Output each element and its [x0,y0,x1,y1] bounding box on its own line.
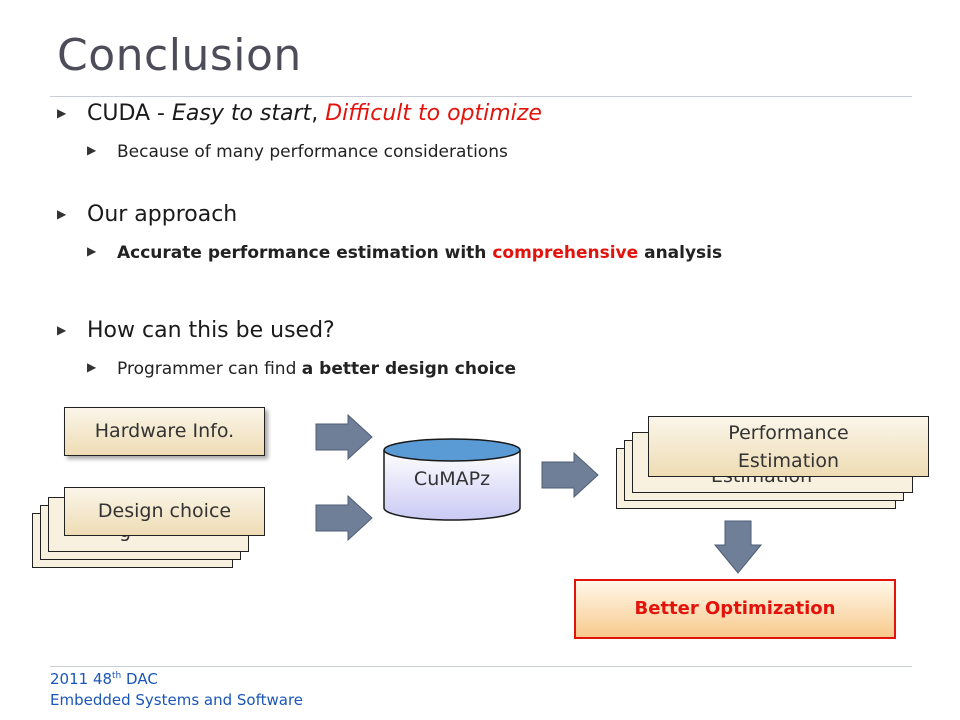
performance-estimation-line1: Performance [728,422,849,444]
arrow-right-icon [541,451,599,499]
sub-bullet-arrow-icon: ▶ [87,143,97,157]
footer-year: 2011 48 [50,670,113,688]
slide-title: Conclusion [57,30,302,81]
better-optimization-box: Better Optimization [574,579,896,639]
bullet-cuda: ▶ CUDA - Easy to start, Difficult to opti… [57,101,542,126]
sub-bullet-arrow-icon: ▶ [87,360,97,374]
sub-bullet-considerations-text: Because of many performance consideratio… [117,142,508,162]
sub-bullet-arrow-icon: ▶ [87,244,97,258]
arrow-right-icon [315,413,373,461]
footer-sup: th [112,671,122,681]
sub-bullet-estimation: ▶ Accurate performance estimation with co… [87,243,722,263]
bullet-arrow-icon: ▶ [57,207,67,221]
hardware-info-label: Hardware Info. [94,420,235,442]
bullet-approach: ▶ Our approach [57,202,237,227]
cumapz-database-icon [383,438,521,521]
performance-estimation-box: Performance Estimation [648,416,929,477]
better-optimization-label: Better Optimization [634,598,836,619]
bullet-approach-text: Our approach [87,202,238,227]
arrow-right-icon [315,494,373,542]
footer-line2: Embedded Systems and Software [50,691,304,709]
bullet-arrow-icon: ▶ [57,106,67,120]
sub-bullet-design-choice: ▶ Programmer can find a better design cho… [87,359,516,379]
footer-dac: DAC [121,670,158,688]
bullet-cuda-prefix: CUDA - [87,101,172,126]
performance-estimation-line2: Estimation [737,450,840,472]
hardware-info-box: Hardware Info. [64,407,265,456]
sub-bullet-design-prefix: Programmer can find [117,359,302,379]
bullet-cuda-sep: , [311,101,326,126]
sub-bullet-design-bold: a better design choice [301,359,517,379]
cumapz-label: CuMAPz [413,468,491,490]
bullet-usage-text: How can this be used? [87,318,335,343]
sub-bullet-estimation-after: analysis [638,243,723,263]
sub-bullet-estimation-before: Accurate performance estimation with [117,243,493,263]
bullet-cuda-easy: Easy to start [172,101,312,126]
bullet-cuda-difficult: Difficult to optimize [325,101,542,126]
footer-line1: 2011 48th DAC [50,670,158,688]
footer-divider [50,666,912,667]
bullet-arrow-icon: ▶ [57,323,67,337]
bullet-usage: ▶ How can this be used? [57,318,335,343]
arrow-down-icon [713,520,763,574]
sub-bullet-considerations: ▶ Because of many performance considerati… [87,142,508,162]
title-divider [50,96,912,97]
design-choice-box: Design choice [64,487,265,536]
design-choice-label: Design choice [97,500,232,522]
sub-bullet-comprehensive: comprehensive [492,243,639,263]
